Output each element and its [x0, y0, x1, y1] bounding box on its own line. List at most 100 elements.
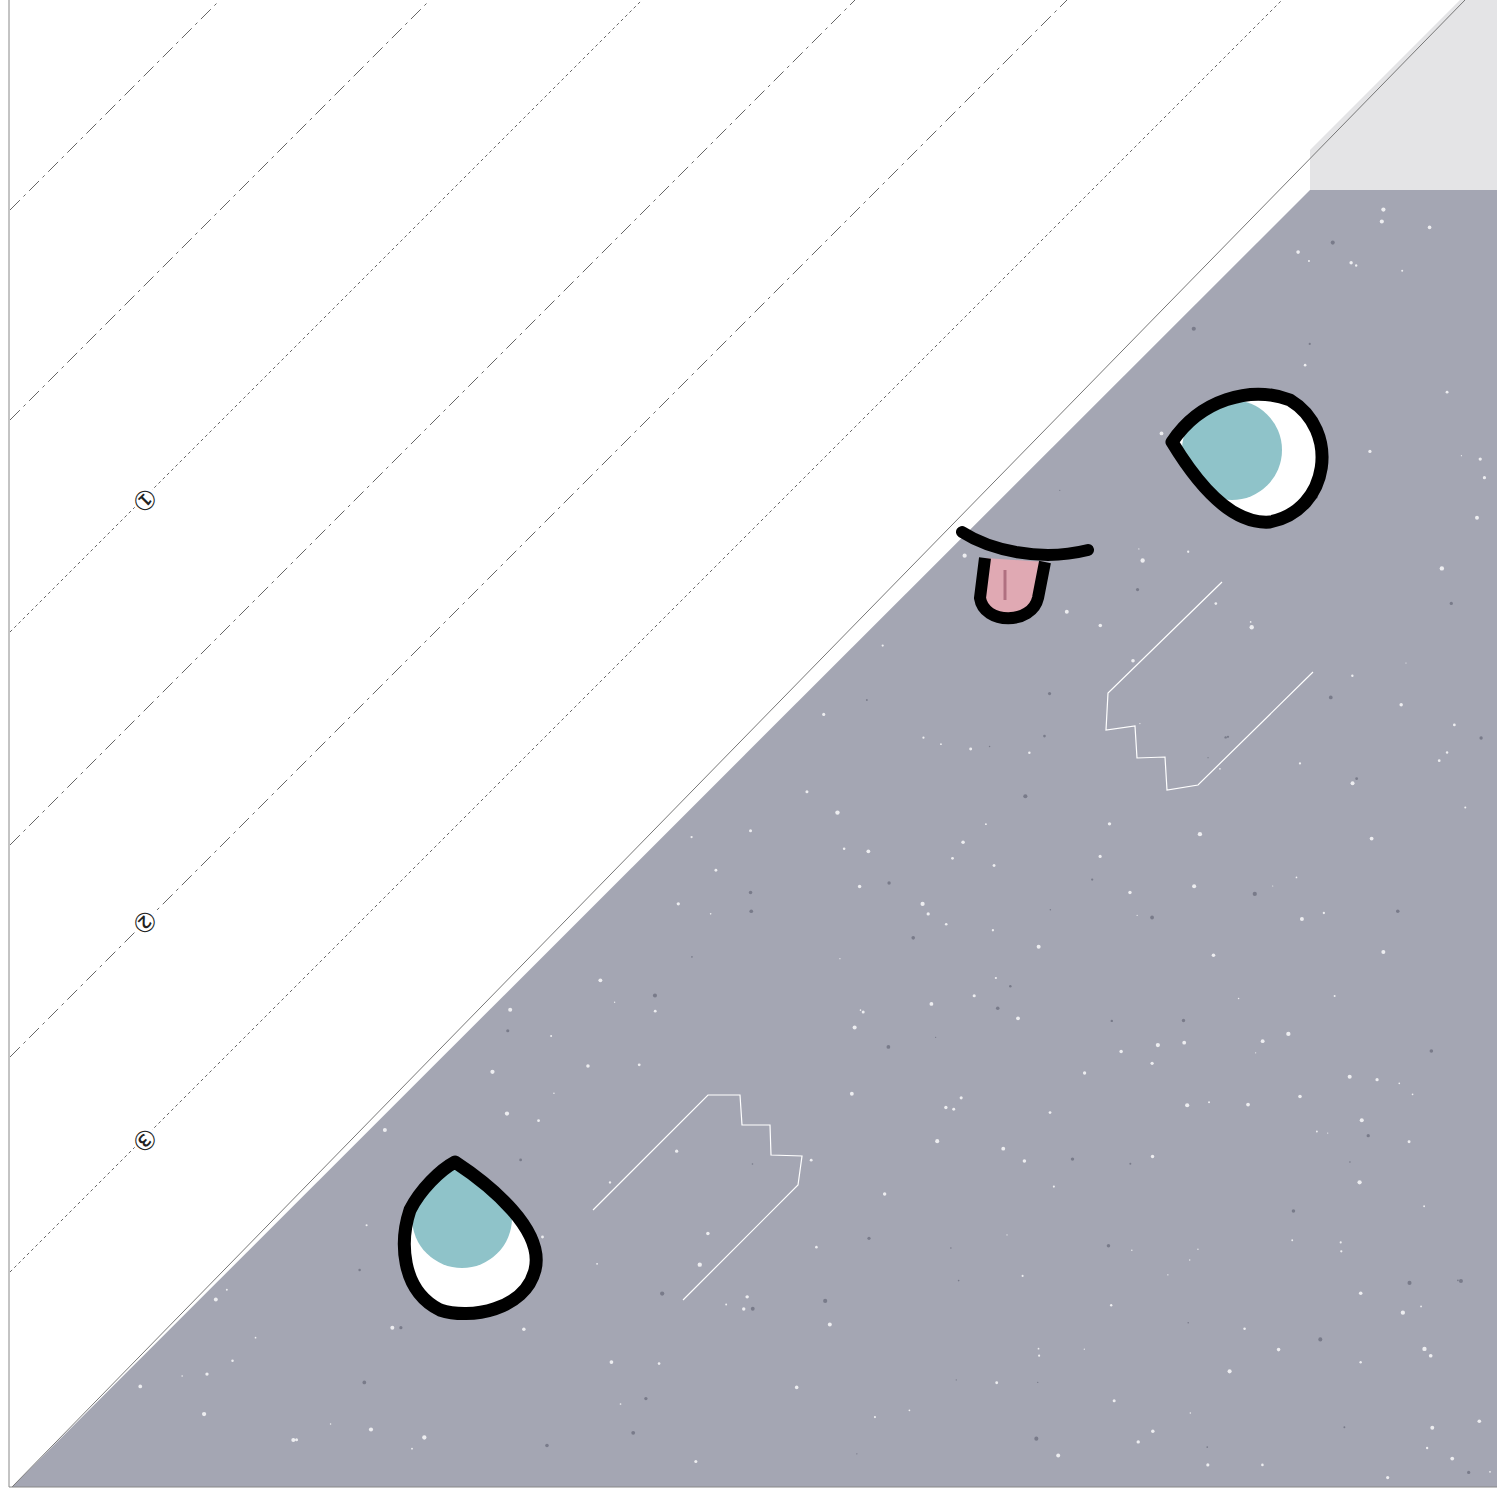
- speckle: [675, 1150, 678, 1153]
- speckle: [1401, 270, 1403, 272]
- speckle: [541, 1236, 544, 1239]
- speckle: [1423, 1205, 1425, 1207]
- speckle: [610, 1360, 614, 1364]
- speckle: [1167, 1274, 1168, 1275]
- speckle: [1355, 777, 1358, 780]
- speckle: [291, 1438, 295, 1442]
- speckle: [1272, 885, 1273, 886]
- speckle: [866, 699, 868, 701]
- speckle: [1483, 476, 1486, 479]
- speckle: [706, 1232, 710, 1236]
- speckle: [1340, 1241, 1342, 1243]
- speckle: [1461, 455, 1462, 456]
- speckle: [1334, 995, 1336, 997]
- speckle: [1380, 219, 1384, 223]
- speckle: [1037, 1382, 1038, 1383]
- speckle: [1243, 1327, 1246, 1330]
- speckle: [1359, 1291, 1363, 1295]
- speckle: [1111, 1020, 1113, 1022]
- speckle: [1459, 1279, 1463, 1283]
- speckle: [1309, 343, 1311, 345]
- speckle: [973, 994, 976, 997]
- speckle: [1422, 1347, 1426, 1351]
- speckle: [935, 1037, 936, 1038]
- speckle: [330, 1423, 332, 1425]
- speckle: [698, 1263, 702, 1267]
- speckle: [644, 1397, 647, 1400]
- speckle: [1479, 736, 1482, 739]
- speckle: [1368, 450, 1371, 453]
- speckle: [508, 1008, 512, 1012]
- speckle: [860, 1009, 862, 1011]
- speckle: [961, 840, 965, 844]
- speckle: [1327, 1133, 1328, 1134]
- speckle: [1187, 1322, 1189, 1324]
- speckle: [1140, 558, 1144, 562]
- speckle: [1151, 1155, 1154, 1158]
- speckle: [874, 1416, 876, 1418]
- speckle: [922, 737, 924, 739]
- speckle: [843, 848, 846, 851]
- speckle: [960, 1096, 963, 1099]
- speckle: [614, 1002, 615, 1003]
- speckle: [1318, 1337, 1322, 1341]
- speckle: [231, 1360, 233, 1362]
- speckle: [1185, 1103, 1189, 1107]
- speckle: [1292, 1209, 1296, 1213]
- speckle: [1187, 551, 1189, 553]
- speckle: [866, 849, 870, 853]
- speckle: [795, 1386, 799, 1390]
- speckle: [1329, 696, 1333, 700]
- speckle: [1138, 548, 1139, 549]
- speckle: [1001, 1147, 1005, 1151]
- speckle: [586, 1064, 590, 1068]
- speckle: [1131, 659, 1135, 663]
- speckle: [1016, 1016, 1020, 1020]
- speckle: [1037, 945, 1041, 949]
- speckle: [810, 1159, 813, 1162]
- speckle: [1128, 891, 1131, 894]
- speckle: [1110, 1304, 1112, 1306]
- speckle: [677, 902, 680, 905]
- speckle: [1129, 1163, 1131, 1165]
- speckle: [989, 746, 990, 747]
- speckle: [1453, 724, 1456, 727]
- speckle: [653, 993, 657, 997]
- speckle: [1192, 327, 1196, 331]
- speckle: [1457, 1279, 1459, 1281]
- speckle: [1099, 624, 1103, 628]
- speckle: [1212, 953, 1216, 957]
- speckle: [1156, 1043, 1160, 1047]
- speckle: [945, 923, 948, 926]
- speckle: [1083, 1071, 1086, 1074]
- speckle: [1355, 264, 1357, 266]
- border-line: [9, 0, 10, 1487]
- speckle: [1398, 1083, 1400, 1085]
- speckle: [710, 913, 712, 915]
- speckle: [596, 1263, 598, 1265]
- speckle: [598, 978, 602, 982]
- speckle: [823, 1299, 827, 1303]
- speckle: [553, 1093, 554, 1094]
- speckle: [992, 929, 994, 931]
- speckle: [805, 790, 808, 793]
- speckle: [985, 823, 987, 825]
- speckle: [1214, 602, 1217, 605]
- speckle: [1119, 1050, 1123, 1054]
- speckle: [654, 1010, 657, 1013]
- speckle: [1426, 1447, 1428, 1449]
- speckle: [952, 1108, 955, 1111]
- speckle: [995, 1381, 998, 1384]
- speckle: [1206, 1463, 1209, 1466]
- speckle: [1250, 621, 1252, 623]
- speckle: [856, 1453, 857, 1454]
- speckle: [1438, 759, 1441, 762]
- speckle: [1182, 1019, 1185, 1022]
- speckle: [1479, 457, 1482, 460]
- speckle: [1151, 1429, 1154, 1432]
- speckle: [887, 881, 890, 884]
- speckle: [835, 810, 839, 814]
- speckle: [1296, 250, 1300, 254]
- speckle: [214, 1298, 218, 1302]
